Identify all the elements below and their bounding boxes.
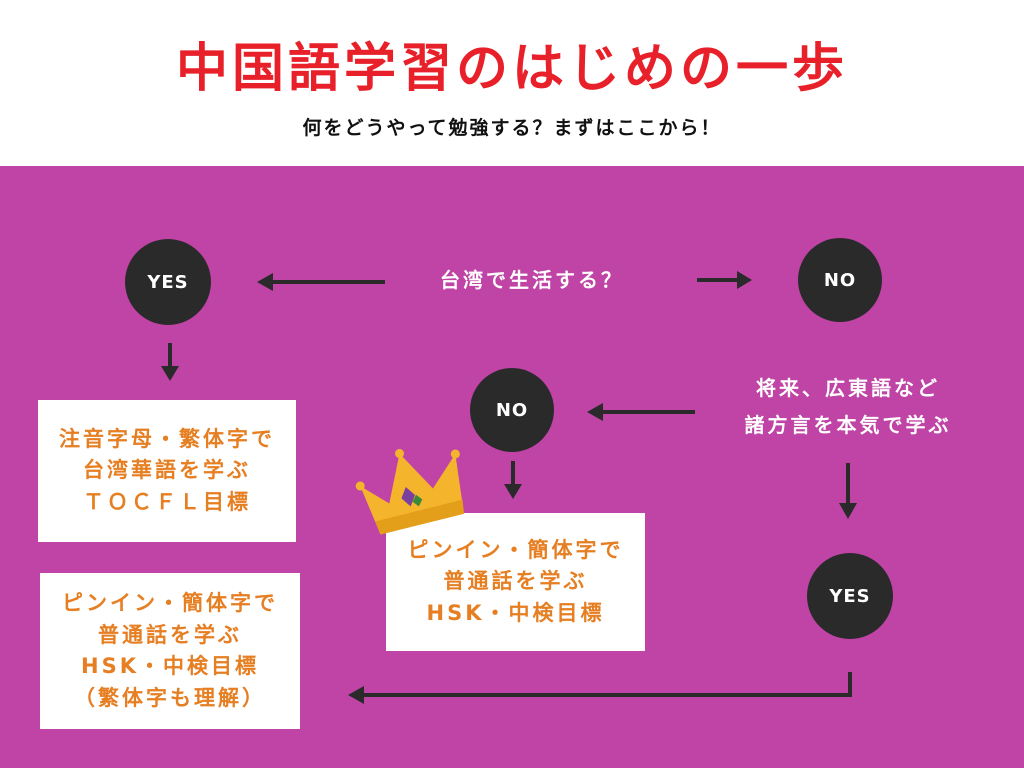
- arrowhead-left-icon: [257, 273, 273, 291]
- result-box-mainland: ピンイン・簡体字で 普通話を学ぶ HSK・中検目標: [386, 513, 645, 651]
- result-line: 普通話を学ぶ: [98, 622, 242, 647]
- arrowhead-left-icon: [587, 403, 603, 421]
- question-dialect-line: 将来、広東語など: [756, 376, 940, 400]
- yes-node-dialect: YES: [807, 553, 893, 639]
- arrow-yes-to-dialect-result: [362, 672, 852, 697]
- question-dialect: 将来、広東語など 諸方言を本気で学ぶ: [718, 370, 978, 444]
- result-line: HSK・中検目標: [426, 600, 605, 625]
- result-line: ＴＯＣＦＬ目標: [83, 489, 251, 514]
- result-line: 注音字母・繁体字で: [59, 426, 275, 451]
- arrowhead-down-icon: [161, 366, 179, 381]
- crown-icon: [355, 449, 464, 535]
- yes-node-taiwan: YES: [125, 239, 211, 325]
- page-title: 中国語学習のはじめの一歩: [175, 39, 848, 99]
- header: 中国語学習のはじめの一歩 何をどうやって勉強する？まずはここから！: [0, 0, 1024, 166]
- yes-label: YES: [829, 585, 871, 607]
- yes-label: YES: [147, 271, 189, 293]
- page-subtitle: 何をどうやって勉強する？まずはここから！: [302, 117, 722, 139]
- question-dialect-line: 諸方言を本気で学ぶ: [744, 413, 952, 437]
- arrowhead-right-icon: [737, 271, 752, 289]
- result-line: ピンイン・簡体字で: [62, 591, 278, 615]
- result-line: （繁体字も理解）: [74, 685, 266, 710]
- result-box-taiwan: 注音字母・繁体字で 台湾華語を学ぶ ＴＯＣＦＬ目標: [38, 400, 296, 542]
- no-node-dialect: NO: [470, 368, 554, 452]
- result-box-dialect: ピンイン・簡体字で 普通話を学ぶ HSK・中検目標 （繁体字も理解）: [40, 573, 300, 729]
- question-taiwan: 台湾で生活する？: [440, 268, 624, 292]
- no-node-taiwan: NO: [798, 238, 882, 322]
- no-label: NO: [495, 399, 529, 421]
- result-line: ピンイン・簡体字で: [407, 537, 624, 562]
- arrowhead-down-icon: [839, 503, 857, 519]
- arrowhead-left-icon: [348, 686, 364, 704]
- result-line: HSK・中検目標: [81, 654, 259, 678]
- arrowhead-down-icon: [504, 484, 522, 499]
- result-line: 普通話を学ぶ: [443, 569, 588, 594]
- no-label: NO: [823, 269, 857, 291]
- result-line: 台湾華語を学ぶ: [83, 458, 251, 483]
